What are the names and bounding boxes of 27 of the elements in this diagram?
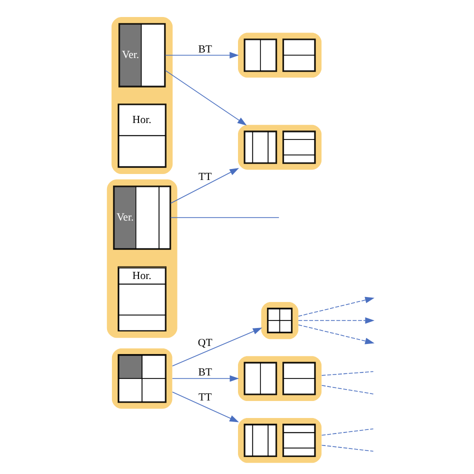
edge-label: TT: [198, 391, 212, 404]
edge-label: TT: [198, 170, 212, 183]
connector: [320, 371, 374, 376]
arrow: [164, 70, 246, 126]
node-box: [260, 302, 298, 340]
cluster: [106, 179, 177, 338]
arrow: [298, 324, 374, 344]
node-box: [111, 348, 172, 409]
connector: [320, 385, 374, 394]
node-box: [238, 124, 322, 170]
arrow: [172, 392, 238, 422]
node-box: [238, 32, 322, 78]
edge-label: BT: [198, 43, 212, 56]
arrow: [172, 375, 239, 382]
arrow: [298, 317, 374, 324]
arrow: [164, 52, 238, 58]
connector: [170, 217, 279, 218]
arrow: [170, 168, 239, 204]
edge-label: QT: [197, 337, 212, 350]
cluster: [111, 16, 172, 174]
connector: [320, 428, 374, 436]
connector: [320, 444, 374, 452]
node-box: [238, 418, 322, 463]
edge-label: BT: [198, 366, 212, 379]
node-box: [238, 356, 322, 401]
arrow: [298, 296, 374, 317]
arrow: [172, 328, 262, 366]
